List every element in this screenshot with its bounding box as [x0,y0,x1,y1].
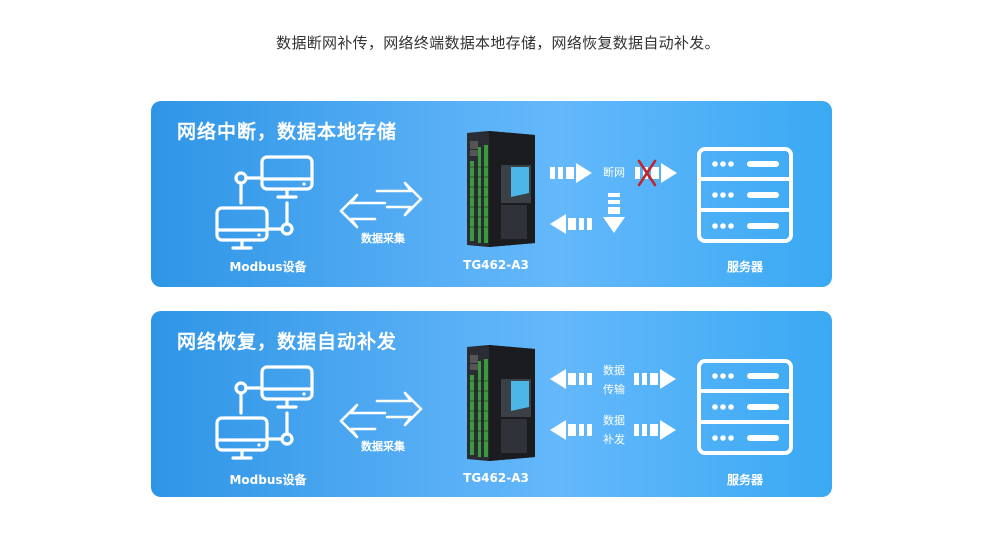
gateway-model-label: TG462-A3 [463,471,529,485]
data-resend-label: 数据 补发 [597,411,631,449]
bidirectional-arrow-icon [339,391,423,439]
page-caption: 数据断网补传，网络终端数据本地存储，网络恢复数据自动补发。 [276,34,720,52]
panel-network-restored: 网络恢复，数据自动补发 Modbus设备 数据采集 [151,311,832,497]
dashed-arrow-left-icon [550,369,592,389]
server-label: 服务器 [726,260,763,274]
data-collect-label: 数据采集 [361,232,405,245]
modbus-device-label: Modbus设备 [229,260,307,274]
gateway-device [467,345,535,461]
dashed-arrow-down-icon [603,193,625,233]
server-label: 服务器 [726,473,763,487]
server-icon [697,359,793,455]
panel-title: 网络中断，数据本地存储 [177,121,398,143]
modbus-devices-icon [215,155,314,250]
data-transfer-label: 数据 传输 [597,361,631,399]
disconnect-label: 断网 [603,166,625,179]
data-resend-label-line2: 补发 [603,433,625,446]
gateway-device [467,131,535,247]
gateway-model-label: TG462-A3 [463,258,529,272]
data-collect-label: 数据采集 [361,440,405,453]
dashed-arrow-left-icon [550,420,592,440]
data-resend-label-line1: 数据 [603,414,625,427]
data-transfer-label-line2: 传输 [603,383,625,396]
panel-network-interrupted: 网络中断，数据本地存储 Modbus设备 数据采集 [151,101,832,287]
blocked-arrow-icon [635,159,677,187]
dashed-arrow-right-icon [634,420,676,440]
dashed-arrow-right-icon [634,369,676,389]
dashed-arrow-left-icon [550,214,592,234]
panel-title: 网络恢复，数据自动补发 [177,331,398,353]
dashed-arrow-right-icon [550,163,592,183]
server-icon [697,147,793,243]
modbus-device-label: Modbus设备 [229,473,307,487]
bidirectional-arrow-icon [339,181,423,229]
modbus-devices-icon [215,365,314,460]
data-transfer-label-line1: 数据 [603,364,625,377]
